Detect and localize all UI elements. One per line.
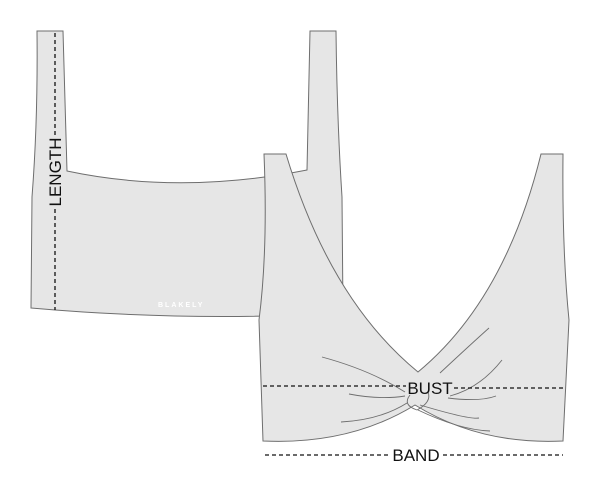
length-label: LENGTH: [46, 138, 65, 207]
band-label: BAND: [392, 446, 439, 465]
front-view-twist-top: BUST BAND: [258, 153, 570, 465]
bust-label: BUST: [407, 379, 452, 398]
brand-logo: BLAKELY: [158, 302, 204, 309]
